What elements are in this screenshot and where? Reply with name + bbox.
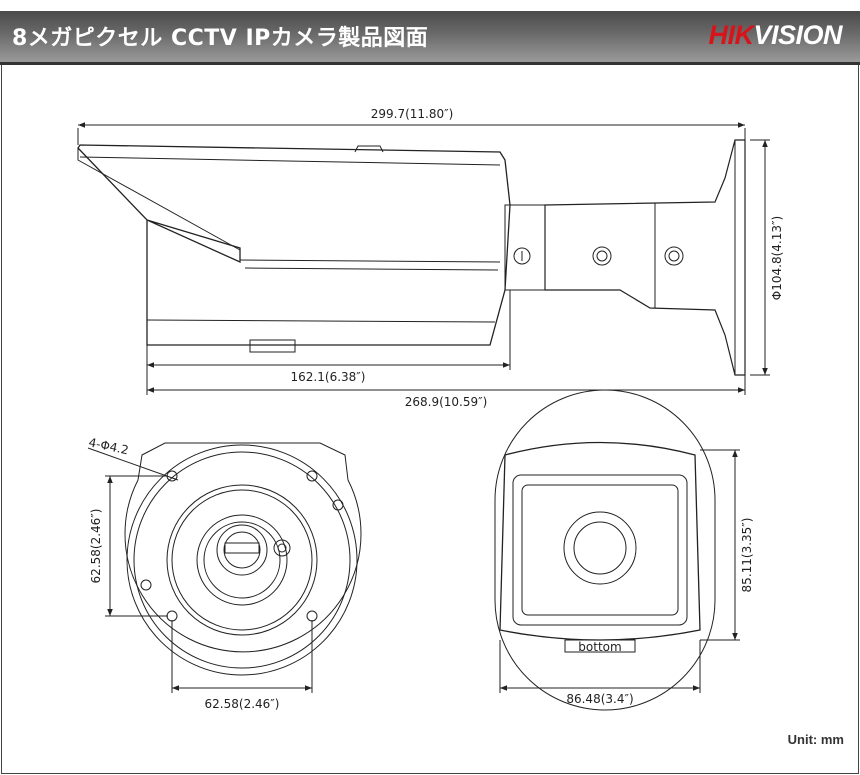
header-bar: 8メガピクセル CCTV IPカメラ製品図面 HIKVISION: [0, 11, 860, 65]
front-width-label: 86.48(3.4″): [566, 692, 633, 706]
front-view: [494, 389, 716, 711]
horizontal-spacing-label: 62.58(2.46″): [205, 697, 280, 711]
housing-length-label: 162.1(6.38″): [291, 370, 366, 384]
drawing-frame: [1, 65, 859, 774]
hole-spec-label: 4-Φ4.2: [87, 435, 130, 457]
front-dimensions: [499, 449, 740, 693]
bottom-marker-label: bottom: [578, 640, 621, 654]
overall-length-label: 299.7(11.80″): [371, 107, 454, 121]
side-view: [77, 139, 746, 376]
base-diameter-label: Φ104.8(4.13″): [770, 216, 784, 300]
front-height-label: 85.11(3.35″): [740, 518, 754, 593]
brand-logo: HIKVISION: [708, 20, 842, 50]
base-view: [124, 442, 362, 676]
page-title: 8メガピクセル CCTV IPカメラ製品図面: [12, 26, 429, 51]
side-dimensions: [77, 122, 770, 395]
vertical-spacing-label: 62.58(2.46″): [89, 509, 103, 584]
base-dimensions: [87, 447, 313, 693]
unit-label: Unit: mm: [787, 732, 844, 747]
bracket-front-length-label: 268.9(10.59″): [405, 395, 488, 409]
